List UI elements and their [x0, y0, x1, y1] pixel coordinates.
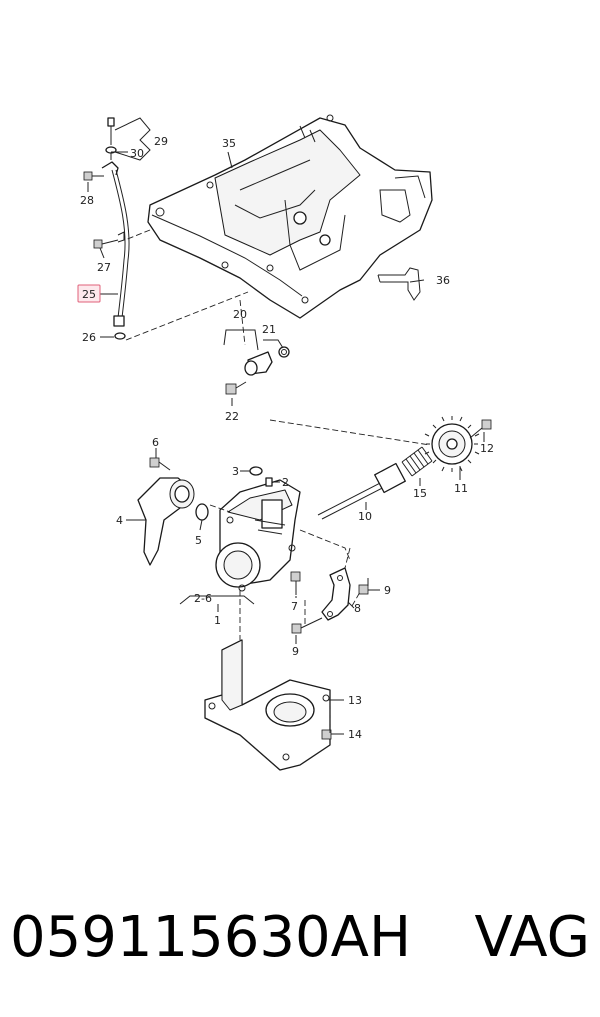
bolt-7-part: [290, 571, 301, 595]
leader-lines: [87, 117, 485, 735]
callout-30: 30: [130, 147, 144, 160]
callout-labels: 29 30 28 27 25 26 35 36 20 21 22 6 3 2 4…: [80, 135, 494, 741]
callout-12: 12: [480, 442, 494, 455]
callout-25: 25: [82, 288, 96, 301]
brand-text: VAG: [474, 905, 590, 970]
callout-9a: 9: [384, 584, 391, 597]
seal-3-part: [249, 466, 263, 476]
callout-9b: 9: [292, 645, 299, 658]
callout-4: 4: [116, 514, 123, 527]
callout-6: 6: [152, 436, 159, 449]
bolt-9a-part: [358, 584, 369, 595]
callout-15: 15: [413, 487, 427, 500]
callout-13: 13: [348, 694, 362, 707]
callout-26: 26: [82, 331, 96, 344]
callout-21: 21: [262, 323, 276, 336]
callout-10: 10: [358, 510, 372, 523]
oil-pickup-pipe-part: [137, 477, 195, 566]
callout-27: 27: [97, 261, 111, 274]
callout-2: 2: [282, 476, 289, 489]
o-ring-5-part: [195, 503, 209, 521]
callout-28: 28: [80, 194, 94, 207]
drive-shaft-part: [317, 462, 406, 520]
oil-baffle-housing-part: [204, 639, 331, 771]
bolt-9b-part: [291, 617, 323, 634]
callout-14: 14: [348, 728, 362, 741]
seal-26-part: [114, 332, 126, 340]
sprocket-11-part: [424, 416, 480, 472]
callout-2-6: 2-6: [194, 592, 212, 605]
callout-29: 29: [154, 135, 168, 148]
callout-20: 20: [233, 308, 247, 321]
callout-8: 8: [354, 602, 361, 615]
highlight-box-25: [77, 284, 101, 303]
callout-7: 7: [291, 600, 298, 613]
bolt-6-part: [149, 457, 171, 471]
bracket-8-part: [321, 567, 351, 621]
callout-22: 22: [225, 410, 239, 423]
dipstick-bolt-stack: [105, 117, 117, 160]
bolt-12-part: [469, 419, 492, 439]
bolt-28-part: [83, 171, 104, 181]
oil-level-sensor-part: [225, 346, 290, 395]
part-number-text: 059115630AH: [10, 905, 412, 970]
assembly-dashed-lines: [124, 229, 431, 735]
dipstick-guide-tube-part: [101, 161, 130, 327]
footer-caption: 059115630AH VAG: [10, 898, 590, 978]
callout-3: 3: [232, 465, 239, 478]
oil-return-pipe-part: [377, 267, 421, 301]
callout-1: 1: [214, 614, 221, 627]
oil-pump-body-part: [215, 479, 301, 592]
callout-36: 36: [436, 274, 450, 287]
pin-2-part: [265, 477, 273, 487]
callout-11: 11: [454, 482, 468, 495]
spring-15-part: [401, 446, 433, 477]
callout-35: 35: [222, 137, 236, 150]
bolt-27-part: [93, 239, 119, 249]
oil-sump-part: [147, 114, 433, 319]
callout-5: 5: [195, 534, 202, 547]
